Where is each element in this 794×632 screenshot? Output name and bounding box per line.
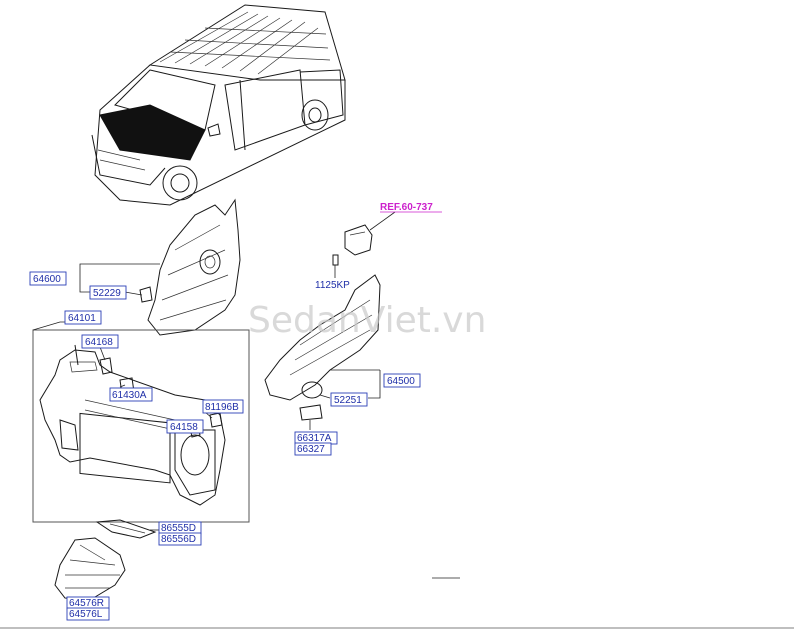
part-label-81196b[interactable]: 81196B xyxy=(205,402,239,413)
label-box-52251 xyxy=(330,392,368,407)
label-box-86556d xyxy=(158,532,202,546)
label-box-64158 xyxy=(166,419,204,434)
part-label-66327[interactable]: 66327 xyxy=(297,444,325,455)
label-box-64600 xyxy=(29,271,67,286)
fender-liner-64576 xyxy=(54,537,126,601)
brackets-86555d xyxy=(95,519,157,539)
label-box-64576l xyxy=(66,607,110,621)
part-label-64600[interactable]: 64600 xyxy=(33,274,61,285)
left-fender-apron-64600 xyxy=(139,198,241,336)
reference-label[interactable]: REF.60-737 xyxy=(380,202,433,213)
label-box-52229 xyxy=(89,285,127,300)
part-label-64101[interactable]: 64101 xyxy=(68,313,96,324)
bolt-81196b xyxy=(209,412,223,428)
watermark: SedanViet.vn xyxy=(248,300,486,341)
part-label-86556d[interactable]: 86556D xyxy=(161,534,196,545)
label-box-81196b xyxy=(202,399,244,414)
label-box-66327 xyxy=(294,442,332,456)
van-illustration xyxy=(91,4,346,206)
bracket-64168 xyxy=(99,357,113,375)
part-label-86555d[interactable]: 86555D xyxy=(161,523,196,534)
part-label-64576l[interactable]: 64576L xyxy=(69,609,103,620)
bolt-1125kp xyxy=(332,254,339,266)
part-label-66317a[interactable]: 66317A xyxy=(297,433,332,444)
label-box-64500 xyxy=(383,373,421,388)
part-label-64576r[interactable]: 64576R xyxy=(69,598,104,609)
part-label-64500[interactable]: 64500 xyxy=(387,376,415,387)
part-label-64158[interactable]: 64158 xyxy=(170,422,198,433)
part-label-52251[interactable]: 52251 xyxy=(334,395,362,406)
radiator-support-64101 xyxy=(39,344,226,506)
label-box-64168 xyxy=(81,334,119,349)
part-label-64168[interactable]: 64168 xyxy=(85,337,113,348)
mount-bracket-ref xyxy=(332,224,373,266)
right-fender-apron-64500 xyxy=(264,274,381,421)
part-label-1125kp[interactable]: 1125KP xyxy=(315,280,350,291)
bracket-66317a xyxy=(299,404,323,421)
radiator-support-frame xyxy=(32,329,250,523)
label-box-61430a xyxy=(109,387,153,402)
part-label-61430a[interactable]: 61430A xyxy=(112,390,147,401)
part-label-52229[interactable]: 52229 xyxy=(93,288,121,299)
label-box-64101 xyxy=(64,310,102,325)
